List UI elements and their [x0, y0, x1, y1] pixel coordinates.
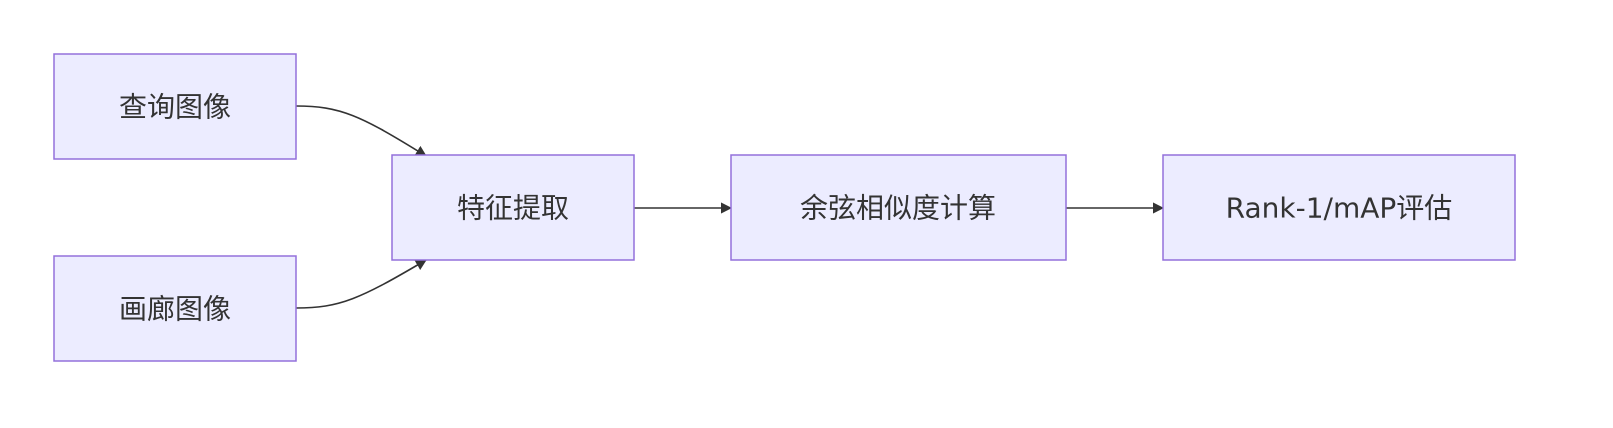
node-cosine-similarity-label: 余弦相似度计算: [800, 192, 996, 225]
node-cosine-similarity: 余弦相似度计算: [730, 154, 1067, 261]
node-rank1-map-evaluation: Rank-1/mAP评估: [1162, 154, 1516, 261]
edge-query-to-extract: [295, 105, 427, 157]
node-feature-extraction: 特征提取: [391, 154, 635, 261]
node-feature-extraction-label: 特征提取: [457, 192, 569, 225]
node-query-image-label: 查询图像: [119, 91, 231, 124]
node-gallery-image-label: 画廊图像: [119, 293, 231, 326]
edge-gallery-to-extract: [295, 259, 427, 309]
node-gallery-image: 画廊图像: [53, 255, 297, 362]
node-rank1-map-evaluation-label: Rank-1/mAP评估: [1226, 192, 1453, 225]
node-query-image: 查询图像: [53, 53, 297, 160]
